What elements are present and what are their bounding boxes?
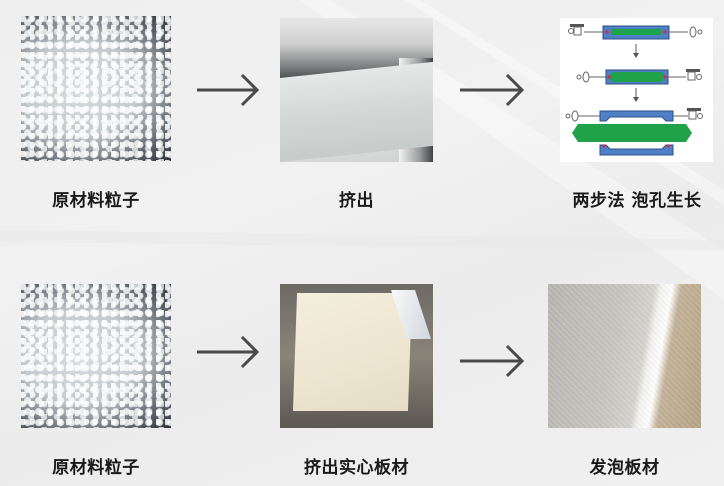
extrusion-line-image xyxy=(280,18,433,162)
raw-material-granules-image xyxy=(21,16,171,161)
step-label: 原材料粒子 xyxy=(52,191,140,211)
step-label: 挤出 xyxy=(339,191,374,211)
raw-material-granules-image xyxy=(21,284,171,428)
arrow-right-icon xyxy=(460,73,525,107)
arrow-right-icon xyxy=(197,73,260,107)
foamed-sheet-image xyxy=(548,284,701,428)
step-label: 原材料粒子 xyxy=(52,458,140,478)
extruded-solid-sheet-image xyxy=(280,284,433,428)
arrow-right-icon xyxy=(197,335,260,369)
valve-icon xyxy=(568,24,584,36)
arrow-right-icon xyxy=(460,344,525,378)
step-label: 挤出实心板材 xyxy=(304,458,409,478)
step-label: 两步法 泡孔生长 xyxy=(572,191,702,211)
two-step-cell-growth-diagram xyxy=(560,18,713,162)
step-label: 发泡板材 xyxy=(589,458,660,478)
